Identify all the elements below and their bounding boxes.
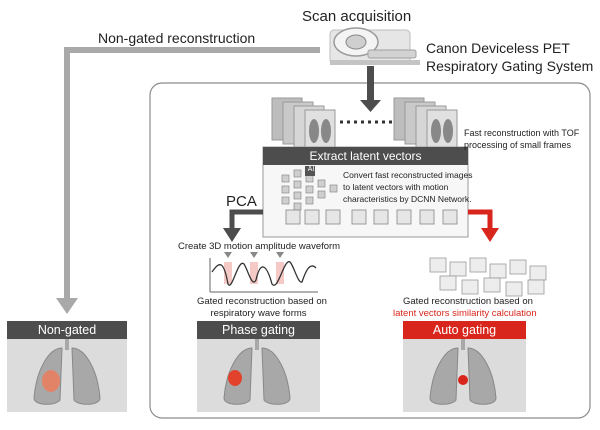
extract-desc-line3: characteristics by DCNN Network. [343,194,472,204]
pca-arrowhead [223,228,241,242]
scan-down-arrowhead [360,100,381,112]
non-gated-reconstruction-label: Non-gated reconstruction [98,30,256,46]
fast-recon-line1: Fast reconstruction with TOF [464,128,580,138]
auto-gating-panel-title: Auto gating [403,321,526,339]
non-gated-arrowhead [56,298,78,314]
extract-header [263,147,468,165]
extract-desc-line2: to latent vectors with motion [343,182,449,192]
auto-desc-line2: latent vectors similarity calculation [393,308,537,319]
dcnn-network-icon [281,169,338,211]
frame-stack-left [271,97,336,153]
pca-arrow [229,209,263,230]
frame-stack-right [393,97,458,153]
respiratory-waveform [209,252,318,293]
auto-desc-line1: Gated reconstruction based on [403,296,533,307]
phase-gating-lungs [197,338,320,412]
create-waveform-label: Create 3D motion amplitude waveform [178,241,341,252]
phase-desc-line2: respiratory wave forms [210,308,307,319]
non-gated-path-arrow [64,47,320,300]
system-name-line1: Canon Deviceless PET [426,40,570,56]
non-gated-lungs [7,338,127,412]
auto-arrowhead [481,228,499,242]
scan-acquisition-label: Scan acquisition [302,8,412,25]
auto-arrow [468,209,493,230]
pet-scanner-icon [329,27,420,65]
auto-gating-lungs [403,338,526,412]
phase-desc-line1: Gated reconstruction based on [197,296,327,307]
scan-down-arrow-shaft [367,66,374,102]
non-gated-panel-title: Non-gated [7,321,127,339]
extract-desc-line1: Convert fast reconstructed images [343,170,473,180]
system-name-line2: Respiratory Gating System [426,58,594,74]
fast-recon-line2: processing of small frames [464,140,572,150]
ai-chip-icon [305,166,315,176]
extract-title: Extract latent vectors [309,149,422,163]
ai-chip-label: AI [307,166,315,173]
auto-gating-tiles [429,257,547,297]
pca-label: PCA [226,193,257,210]
phase-gating-panel-title: Phase gating [197,321,320,339]
latent-vector-tiles [285,209,458,225]
